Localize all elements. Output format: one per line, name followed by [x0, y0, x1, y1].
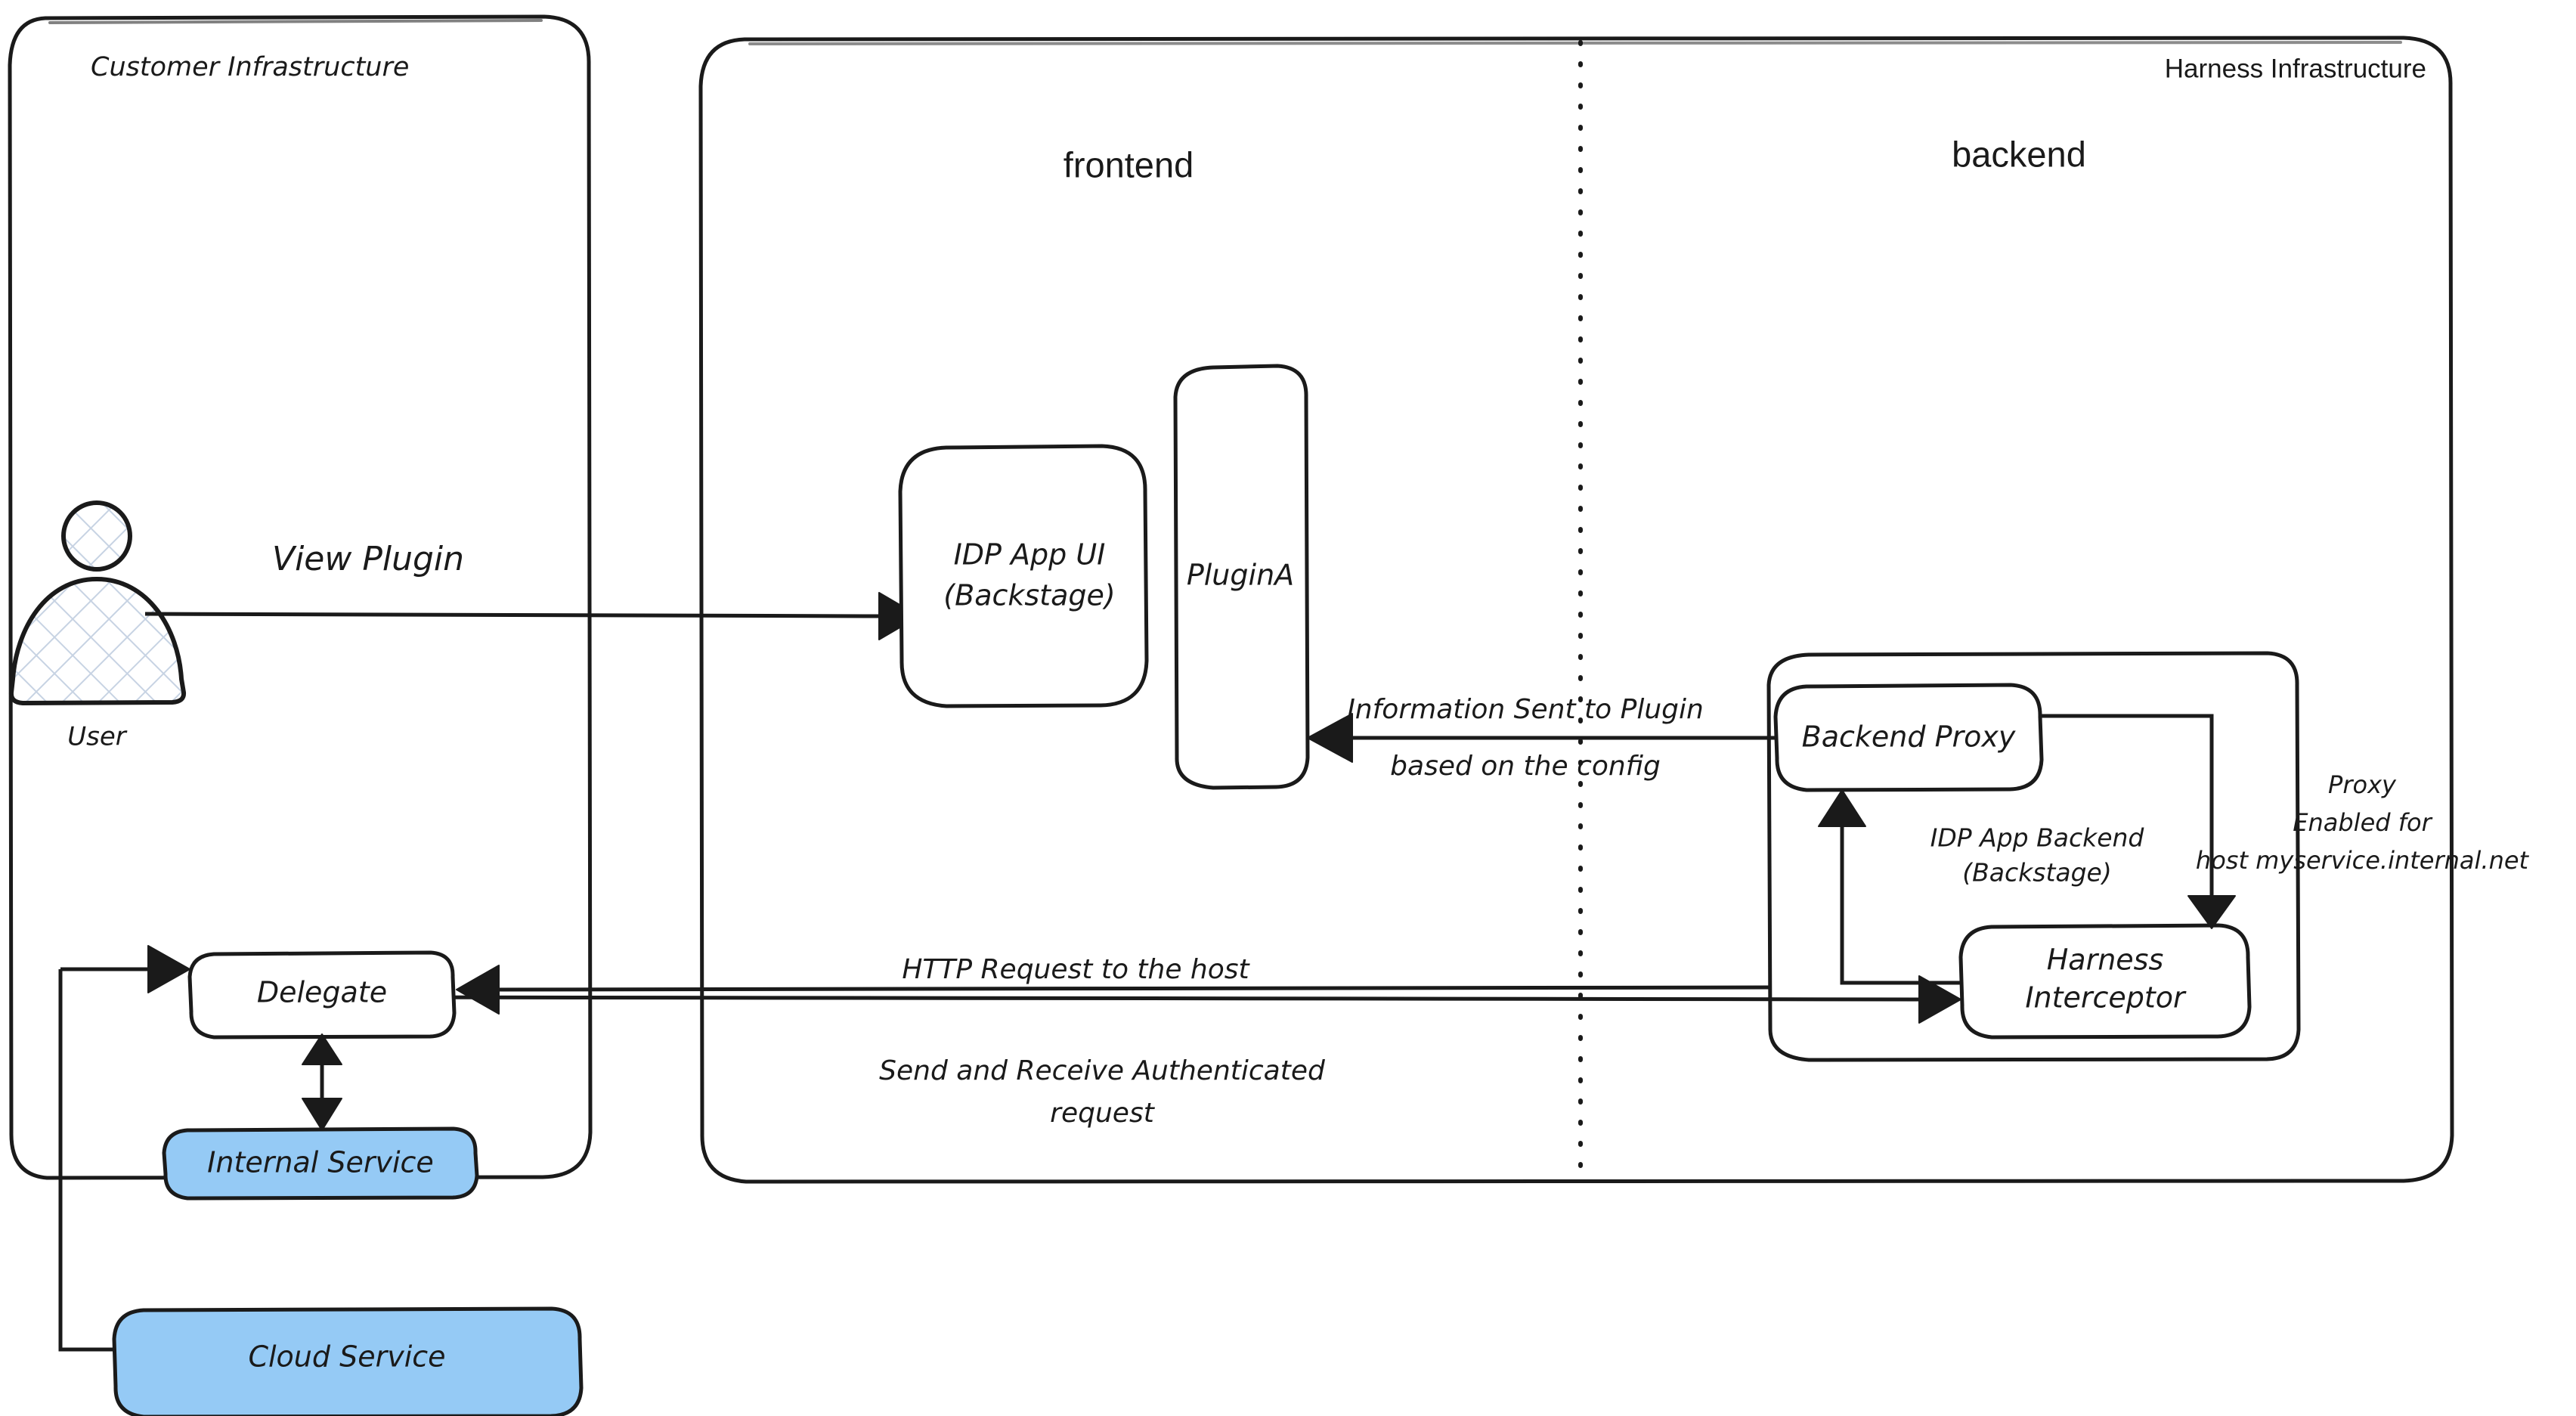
customer-infrastructure-title: Customer Infrastructure [91, 52, 409, 82]
edge-label-authenticated-request-line1: Send and Receive Authenticated [879, 1055, 1326, 1086]
node-idp-app-ui[interactable]: IDP App UI (Backstage) [898, 444, 1149, 708]
node-cloud-service[interactable]: Cloud Service [112, 1306, 584, 1416]
node-backend-proxy[interactable]: Backend Proxy [1773, 683, 2044, 792]
edge-label-proxy-enabled-line2: Enabled for [2293, 808, 2432, 837]
edge-label-proxy-enabled-line3: host myservice.internal.net [2196, 846, 2530, 875]
edge-label-information-sent-line1: Information Sent to Plugin [1347, 694, 1704, 725]
container-customer-infrastructure: Customer Infrastructure [8, 14, 593, 1180]
harness-interceptor-label-line1: Harness [2047, 943, 2164, 977]
user-label: User [67, 722, 128, 752]
cloud-service-label: Cloud Service [248, 1340, 445, 1374]
idp-app-backend-label-line2: (Backstage) [1962, 858, 2111, 888]
harness-interceptor-label-line2: Interceptor [2025, 981, 2187, 1015]
node-internal-service[interactable]: Internal Service [162, 1126, 479, 1201]
edge-authenticated-request: Send and Receive Authenticated request [456, 965, 1769, 1129]
edge-delegate-internal-service [302, 1033, 342, 1131]
harness-infrastructure-title: Harness Infrastructure [2165, 54, 2426, 83]
edge-http-request-to-host: HTTP Request to the host [320, 954, 1961, 1024]
backend-proxy-label: Backend Proxy [1802, 720, 2016, 754]
edge-label-authenticated-request-line2: request [1050, 1098, 1156, 1129]
user-person-icon [8, 500, 187, 705]
edge-label-view-plugin: View Plugin [272, 540, 464, 578]
plugin-a-label: PluginA [1187, 559, 1294, 592]
node-plugin-a[interactable]: PluginA [1173, 364, 1310, 790]
edge-information-sent-to-plugin: Information Sent to Plugin based on the … [1307, 694, 1777, 782]
edge-view-plugin: View Plugin [144, 540, 920, 640]
edge-label-information-sent-line2: based on the config [1390, 751, 1661, 782]
node-delegate[interactable]: Delegate [187, 950, 457, 1040]
delegate-label: Delegate [257, 976, 387, 1009]
edge-label-proxy-enabled-line1: Proxy [2328, 770, 2397, 799]
section-label-backend: backend [1952, 134, 2086, 174]
node-harness-interceptor[interactable]: Harness Interceptor [1958, 923, 2252, 1040]
edge-label-http-request: HTTP Request to the host [902, 954, 1250, 985]
idp-app-ui-label-line2: (Backstage) [943, 579, 1115, 612]
edge-proxy-enabled-for-host: Proxy Enabled for host myservice.interna… [2042, 714, 2530, 929]
idp-app-ui-label-line1: IDP App UI [954, 538, 1106, 572]
internal-service-label: Internal Service [207, 1146, 434, 1179]
idp-app-backend-label-line1: IDP App Backend [1930, 823, 2145, 853]
section-label-frontend: frontend [1064, 144, 1194, 184]
